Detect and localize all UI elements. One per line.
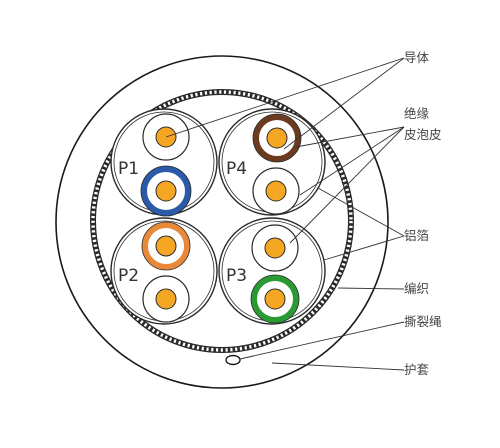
pair-p2-foil (110, 217, 218, 325)
leader-foam-skin-2 (289, 126, 405, 244)
leader-insulation (295, 126, 405, 148)
leader-jacket (271, 362, 405, 371)
p2-orange-wire-outline (141, 221, 191, 271)
callout-labels: 导体 绝缘 皮泡皮 铝箔 编织 撕裂绳 护套 (404, 50, 442, 377)
p3-green-wire-conductor (264, 288, 286, 310)
label-foam-skin: 皮泡皮 (404, 127, 442, 142)
p3-white-wire-conductor (264, 237, 286, 259)
pair-p4: P4 (218, 108, 326, 216)
p1-blue-wire-conductor (155, 180, 177, 202)
leader-lines (165, 57, 405, 371)
leader-foil-2 (323, 235, 405, 261)
pair-p4-label: P4 (226, 159, 247, 179)
label-braid: 编织 (404, 281, 429, 296)
pair-p2-label: P2 (118, 266, 139, 286)
pair-p2: P2 (110, 217, 218, 325)
p4-brown-wire-conductor (266, 127, 288, 149)
ripcord (225, 354, 241, 366)
p2-white-wire-conductor (155, 288, 177, 310)
leader-foam-skin-1 (299, 126, 405, 196)
p4-white-wire-conductor (265, 180, 287, 202)
p4-brown-wire-outline (252, 113, 302, 163)
braid-texture (91, 90, 353, 352)
pair-p1: P1 (110, 108, 218, 217)
p2-orange-wire-conductor (155, 235, 177, 257)
label-foil: 铝箔 (404, 228, 429, 243)
label-jacket: 护套 (404, 362, 430, 377)
pair-p3: P3 (218, 217, 326, 325)
label-conductor: 导体 (404, 50, 430, 65)
label-insulation: 绝缘 (404, 106, 430, 121)
leader-foil-1 (317, 187, 405, 237)
leader-braid (337, 287, 405, 290)
leader-conductor-1 (165, 57, 405, 138)
label-ripcord: 撕裂绳 (404, 314, 442, 329)
leader-ripcord (239, 321, 405, 360)
pair-p1-label: P1 (118, 159, 139, 179)
p1-blue-wire-outline (140, 165, 192, 217)
p3-green-wire-outline (250, 274, 300, 324)
pair-p3-label: P3 (226, 266, 247, 286)
leader-conductor-2 (283, 57, 405, 150)
outer-jacket (55, 55, 389, 389)
